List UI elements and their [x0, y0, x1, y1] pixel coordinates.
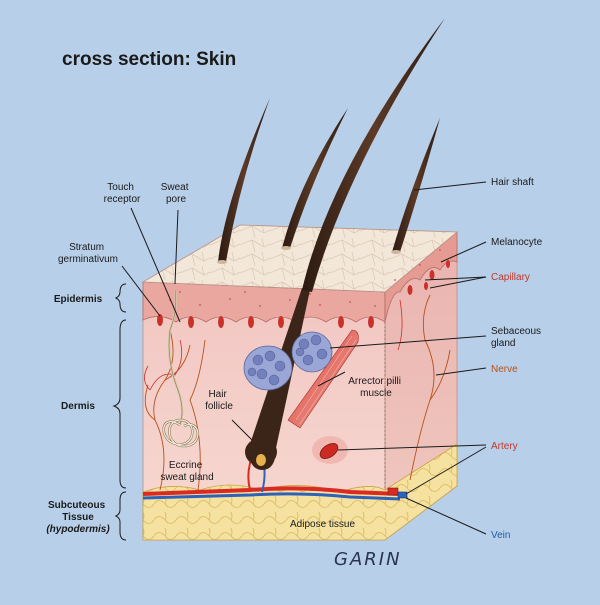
vessel-end-red [387, 487, 399, 496]
capillary-label: Capillary [491, 272, 530, 283]
vessel-end-blue [397, 491, 408, 499]
artist-signature: GARIN [334, 549, 402, 570]
labels: Touch receptor Sweat pore Stratum germin… [46, 177, 544, 541]
dermal-papillae [157, 260, 450, 328]
dermis-brace [112, 319, 127, 489]
hair-papilla [256, 454, 266, 466]
epidermis-layer [142, 281, 386, 323]
artery-section [319, 443, 339, 459]
hair-shaft-middle [282, 108, 348, 248]
subcutaneous-brace [114, 491, 127, 541]
hypodermis-label: (hypodermis) [46, 524, 110, 535]
layer-braces [112, 283, 127, 541]
hair-exit-right [391, 250, 401, 254]
adipose-label: Adipose tissue [290, 519, 355, 530]
sweat-pore-label: Sweat pore [161, 182, 192, 205]
diagram-title: cross section: Skin [62, 49, 236, 70]
epidermis-brace [114, 283, 127, 313]
touch-receptor-label: Touch receptor [104, 182, 141, 205]
skin-block [141, 224, 459, 541]
nerve-label: Nerve [491, 364, 518, 375]
adipose-layer [142, 443, 458, 541]
dermis-layer-label: Dermis [61, 401, 95, 412]
stratum-label: Stratum germinativum [58, 242, 118, 265]
melanocyte-label: Melanocyte [491, 237, 543, 248]
hair-shaft-left [218, 98, 270, 262]
vein-label: Vein [491, 530, 510, 541]
dermis-capillaries [144, 299, 403, 391]
subcutaneous-layer-label: Subcuteous Tissue [48, 500, 108, 523]
arrector-label: Arrector pilli muscle [348, 376, 404, 399]
sebaceous-label: Sebaceous gland [491, 326, 544, 349]
eccrine-gland-inner [163, 419, 199, 447]
artery-vessel [142, 486, 401, 496]
hair-shaft-label: Hair shaft [491, 177, 534, 188]
vein-vessel [142, 492, 401, 501]
leader-lines [121, 181, 487, 535]
hair-shaft-right [392, 118, 440, 252]
sebaceous-gland [243, 331, 333, 391]
hair-exit-middle [281, 246, 291, 250]
hair-exit-left [217, 260, 227, 264]
artery-label: Artery [491, 441, 518, 452]
nerve-fibers [144, 294, 451, 491]
epidermis-layer-label: Epidermis [54, 294, 103, 305]
hair-bulb [245, 438, 277, 466]
skin-speckles [169, 249, 441, 307]
hair-shaft-main [302, 18, 445, 292]
eccrine-label: Eccrine sweat gland [160, 460, 213, 483]
hairs [217, 18, 445, 292]
hair-follicle-label: Hair follicle [205, 389, 233, 412]
arrector-muscle-fibers [295, 335, 357, 425]
